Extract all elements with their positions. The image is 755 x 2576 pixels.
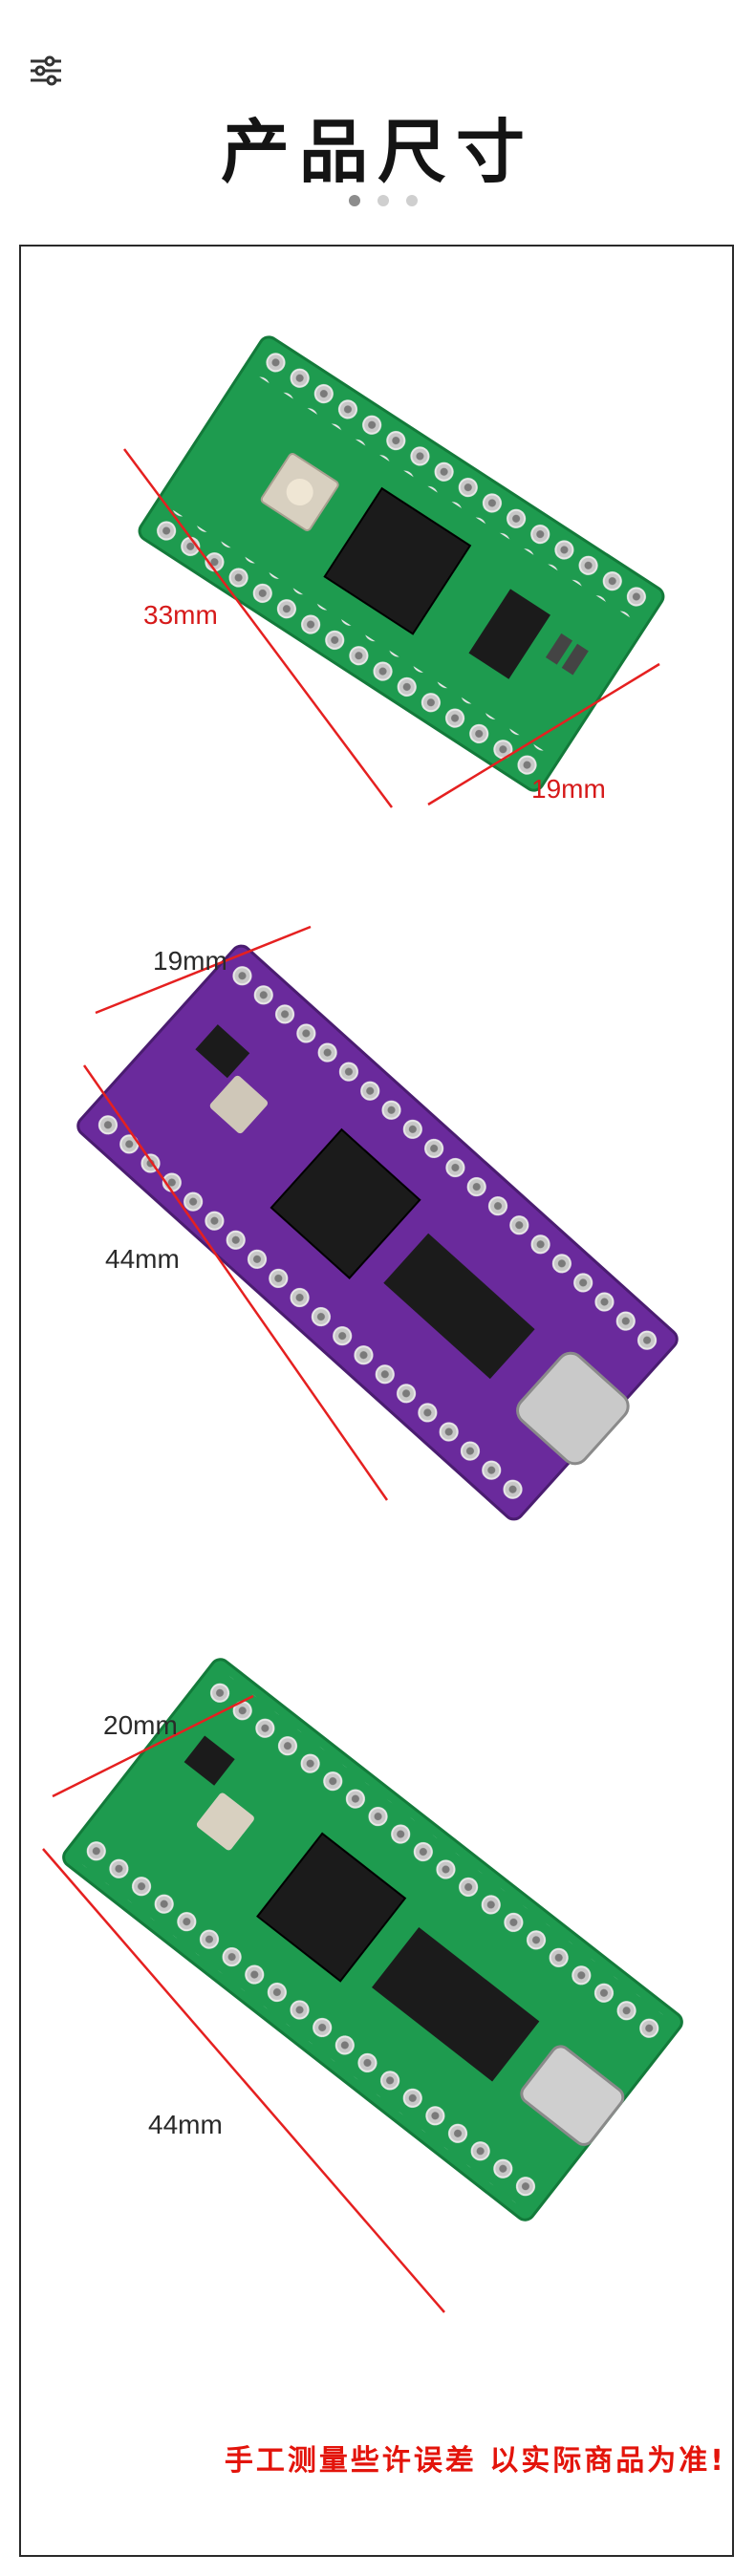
length-label-2: 44mm: [105, 1244, 180, 1274]
dimension-lines-2: [82, 925, 389, 1501]
carousel-dot-3[interactable]: [406, 195, 418, 206]
purple-board: [76, 944, 679, 1521]
width-label-2: 19mm: [153, 946, 227, 976]
carousel-dots[interactable]: [349, 195, 418, 206]
carousel-dot-1[interactable]: [349, 195, 360, 206]
green-board-1: [138, 335, 665, 792]
length-label-1: 33mm: [143, 600, 218, 630]
width-label-1: 19mm: [531, 774, 606, 804]
dimension-lines-3: [42, 1694, 445, 2313]
measurement-note: 手工测量些许误差 以实际商品为准!: [224, 2444, 726, 2478]
sliders-icon[interactable]: [27, 54, 65, 88]
product-frame: [19, 245, 734, 2557]
page-title: 产品尺寸: [220, 112, 534, 192]
length-label-3: 44mm: [148, 2110, 223, 2139]
width-label-3: 20mm: [103, 1710, 178, 1740]
dimension-lines-1: [122, 448, 660, 808]
carousel-dot-2[interactable]: [378, 195, 389, 206]
green-board-2: [62, 1658, 683, 2222]
